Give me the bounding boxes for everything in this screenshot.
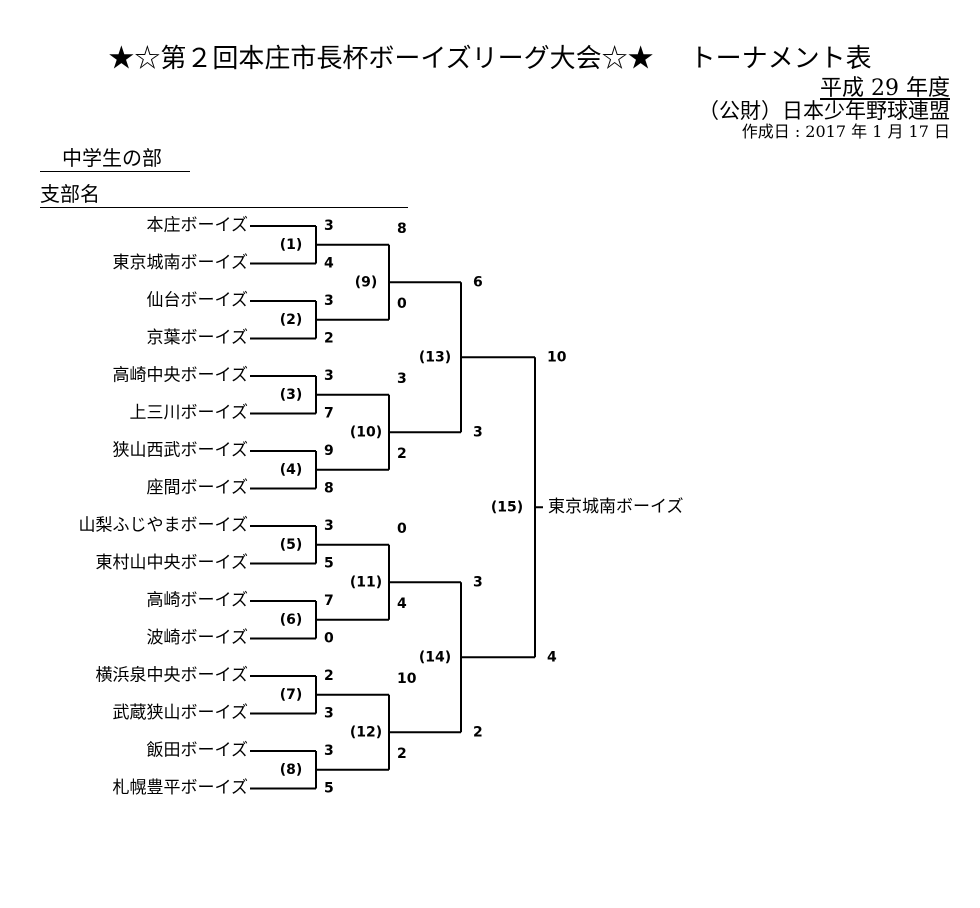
team-score: 3 <box>324 218 334 234</box>
team-score: 9 <box>324 443 334 459</box>
match-number: (7) <box>280 687 303 703</box>
match-number: (6) <box>280 612 303 628</box>
team-score: 7 <box>324 593 334 609</box>
team-score: 5 <box>324 556 334 572</box>
match-number: (2) <box>280 312 303 328</box>
team-name: 横浜泉中央ボーイズ <box>96 666 249 686</box>
team-name: 京葉ボーイズ <box>147 328 249 348</box>
round2-score: 0 <box>397 296 407 312</box>
team-name: 東村山中央ボーイズ <box>96 553 249 573</box>
team-score: 7 <box>324 406 334 422</box>
match-number: (11) <box>350 574 382 590</box>
match-number: (14) <box>419 649 451 665</box>
match-number: (3) <box>280 387 303 403</box>
team-score: 3 <box>324 706 334 722</box>
match-number: (9) <box>355 274 378 290</box>
team-score: 4 <box>324 256 334 272</box>
round2-score: 2 <box>397 446 407 462</box>
team-name: 東京城南ボーイズ <box>113 253 249 273</box>
round2-score: 8 <box>397 221 407 237</box>
round3-score: 2 <box>473 724 483 740</box>
team-score: 2 <box>324 668 334 684</box>
team-score: 3 <box>324 743 334 759</box>
match-number: (12) <box>350 724 382 740</box>
round2-score: 3 <box>397 371 407 387</box>
fiscal-year: 平成 29 年度 <box>820 76 950 101</box>
match-number: (8) <box>280 762 303 778</box>
team-name: 波崎ボーイズ <box>147 628 249 648</box>
team-score: 0 <box>324 631 334 647</box>
team-name: 飯田ボーイズ <box>147 741 249 761</box>
match-number: (15) <box>491 499 523 515</box>
round2-score: 4 <box>397 596 407 612</box>
round2-score: 10 <box>397 671 417 687</box>
team-name: 狭山西武ボーイズ <box>113 441 249 461</box>
team-score: 5 <box>324 781 334 797</box>
team-name: 高崎中央ボーイズ <box>113 366 249 386</box>
team-score: 3 <box>324 368 334 384</box>
round3-score: 3 <box>473 574 483 590</box>
final-score: 10 <box>547 349 567 365</box>
champion-name: 東京城南ボーイズ <box>548 497 684 517</box>
team-name: 武蔵狭山ボーイズ <box>113 703 249 723</box>
team-name: 仙台ボーイズ <box>147 291 249 311</box>
created-date: 作成日 : 2017 年 1 月 17 日 <box>741 122 950 141</box>
match-number: (1) <box>280 237 303 253</box>
team-name: 高崎ボーイズ <box>147 591 249 611</box>
organization: （公財）日本少年野球連盟 <box>698 99 950 123</box>
round2-score: 0 <box>397 521 407 537</box>
match-number: (4) <box>280 462 303 478</box>
team-score: 3 <box>324 293 334 309</box>
round3-score: 3 <box>473 424 483 440</box>
match-number: (10) <box>350 424 382 440</box>
match-number: (13) <box>419 349 451 365</box>
team-name: 上三川ボーイズ <box>130 403 249 423</box>
match-number: (5) <box>280 537 303 553</box>
team-score: 3 <box>324 518 334 534</box>
round2-score: 2 <box>397 746 407 762</box>
title-event: ★☆第２回本庄市長杯ボーイズリーグ大会☆★ <box>108 44 654 74</box>
team-score: 2 <box>324 331 334 347</box>
team-name: 札幌豊平ボーイズ <box>113 778 249 798</box>
team-name: 本庄ボーイズ <box>147 216 249 236</box>
title-doc-type: トーナメント表 <box>689 44 872 74</box>
round3-score: 6 <box>473 274 483 290</box>
team-name: 山梨ふじやまボーイズ <box>79 516 249 536</box>
team-name: 座間ボーイズ <box>147 478 249 498</box>
section-heading: 中学生の部 <box>40 142 190 172</box>
final-score: 4 <box>547 649 557 665</box>
page-title: ★☆第２回本庄市長杯ボーイズリーグ大会☆★ トーナメント表 <box>0 38 980 75</box>
branch-label: 支部名 <box>40 178 408 208</box>
team-score: 8 <box>324 481 334 497</box>
